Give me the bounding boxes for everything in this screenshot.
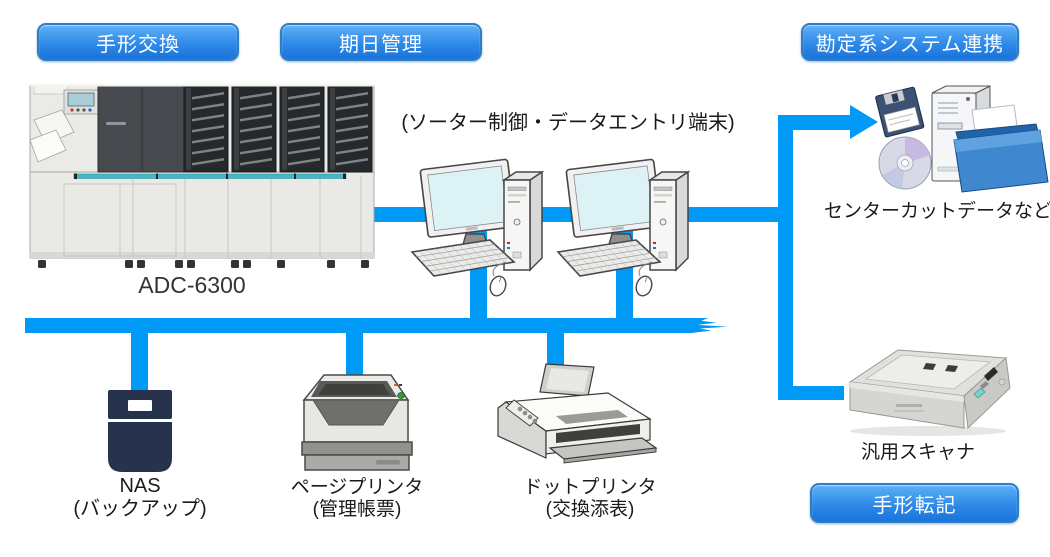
desktop-pc-icon: [411, 158, 543, 299]
sorter-model-label: ADC-6300: [138, 272, 246, 298]
badge-bill-posting[interactable]: 手形転記: [810, 483, 1019, 523]
floppy-disk-icon: [875, 86, 925, 138]
nas-storage-icon: [108, 390, 172, 472]
line-arrow-shaft: [793, 115, 851, 130]
line-to-scanner: [778, 386, 844, 400]
dot-matrix-printer-icon: [497, 363, 658, 464]
page-printer-label-main: ページプリンタ: [290, 477, 424, 498]
check-sorter-machine-icon: [29, 84, 375, 268]
nas-label: NAS (バックアップ): [60, 475, 220, 521]
page-printer-label: ページプリンタ (管理帳票): [277, 477, 437, 521]
nas-label-sub: (バックアップ): [73, 498, 207, 521]
badge-due-date-management[interactable]: 期日管理: [280, 23, 482, 61]
network-bus-line: [25, 318, 728, 333]
page-printer-label-sub: (管理帳票): [312, 499, 402, 521]
dot-printer-label: ドットプリンタ (交換添表): [510, 477, 670, 521]
drop-page-printer: [346, 333, 363, 379]
dot-printer-label-sub: (交換添表): [545, 499, 635, 521]
nas-label-main: NAS: [119, 475, 161, 497]
line-right-vertical: [778, 115, 793, 400]
scanner-label: 汎用スキャナ: [860, 442, 975, 463]
center-cut-media-group: [875, 85, 1049, 193]
desktop-pc-icon: [557, 158, 689, 299]
terminal-label: (ソーター制御・データエントリ端末): [401, 112, 735, 134]
desktop-pc-terminals: [411, 158, 689, 299]
laser-printer-icon: [301, 374, 413, 471]
right-arrow-icon: [850, 105, 878, 139]
drop-dot-printer: [547, 333, 564, 373]
document-scanner-icon: [848, 349, 1011, 436]
badge-core-system-link[interactable]: 勘定系システム連携: [801, 23, 1019, 61]
cd-disc-icon: [878, 136, 932, 190]
document-folder-icon: [953, 104, 1049, 193]
badge-bill-exchange[interactable]: 手形交換: [37, 23, 239, 61]
center-cut-label: センターカットデータなど: [823, 201, 1050, 222]
drop-nas: [131, 333, 148, 393]
dot-printer-label-main: ドットプリンタ: [523, 477, 657, 498]
